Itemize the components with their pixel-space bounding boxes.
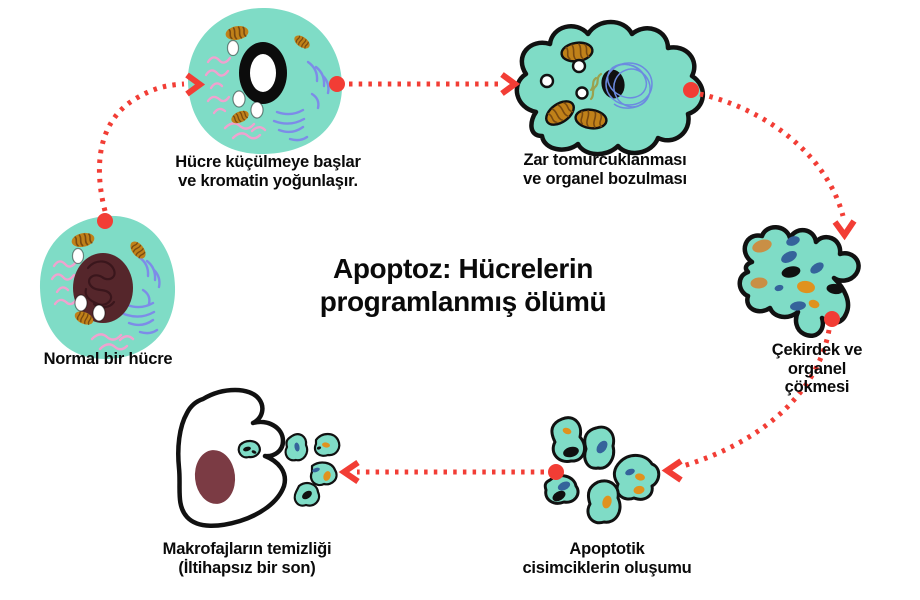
- vesicles: [226, 39, 264, 119]
- arrow-head-icon: [500, 72, 521, 96]
- collapsed-organelles: [750, 236, 844, 311]
- normal-cell-illustration: [39, 215, 176, 360]
- arrow-head-icon: [185, 72, 206, 97]
- vesicles: [71, 247, 106, 322]
- arrow-start-dot: [548, 464, 564, 480]
- diagram-title: Apoptoz: Hücrelerin programlanmış ölümü: [319, 253, 607, 317]
- collapsed-membrane: [737, 225, 861, 338]
- arrow-blebbing-to-collapse: [683, 82, 857, 241]
- apoptotic-bodies-illustration: [543, 416, 661, 525]
- arrow-head-icon: [661, 458, 683, 483]
- arrow-normal-to-shrinking: [96, 72, 206, 229]
- stage-label-normal-cell: Normal bir hücre: [43, 350, 173, 368]
- engulfed-bodies-cluster: [284, 432, 341, 507]
- arrow-shrinking-to-blebbing: [329, 72, 521, 96]
- macrophage-nucleus: [194, 450, 236, 504]
- vesicles: [539, 58, 589, 100]
- chromatin-squiggle: [84, 260, 116, 309]
- arrow-head-icon: [832, 219, 857, 241]
- er-pink-squiggles: [204, 56, 267, 140]
- er-blue-squiggles: [122, 255, 161, 335]
- arrow-collapse-to-bodies: [661, 311, 840, 483]
- stage-label-apoptotic-bodies: Apoptotik cisimciklerin oluşumu: [522, 540, 692, 577]
- blebbing-cell-illustration: [514, 19, 705, 157]
- stage-label-nucleus-collapse: Çekirdek ve organel çökmesi: [771, 341, 863, 396]
- macrophage-illustration: [176, 387, 341, 528]
- stage-label-macrophage-cleanup: Makrofajların temizliği (İltihapsız bir …: [162, 540, 332, 577]
- er-pink-squiggles: [50, 260, 135, 351]
- arrow-start-dot: [824, 311, 840, 327]
- arrow-start-dot: [329, 76, 345, 92]
- stage-label-membrane-blebbing: Zar tomurcuklanması ve organel bozulması: [523, 151, 687, 188]
- er-blue-squiggles: [272, 60, 330, 142]
- macrophage-membrane: [176, 387, 288, 528]
- stage-label-cell-shrinking: Hücre küçülmeye başlar ve kromatin yoğun…: [175, 153, 361, 190]
- arrow-bodies-to-macrophage: [338, 460, 564, 484]
- shrinking-cell-illustration: [187, 7, 343, 155]
- collapsing-cell-illustration: [737, 225, 861, 338]
- arrow-head-icon: [338, 460, 360, 484]
- nucleus: [73, 253, 133, 323]
- arrow-start-dot: [683, 82, 699, 98]
- arrow-start-dot: [97, 213, 113, 229]
- chromatin-scribble: [605, 62, 653, 109]
- degrading-organelle: [589, 72, 603, 101]
- nucleus-center: [250, 54, 276, 92]
